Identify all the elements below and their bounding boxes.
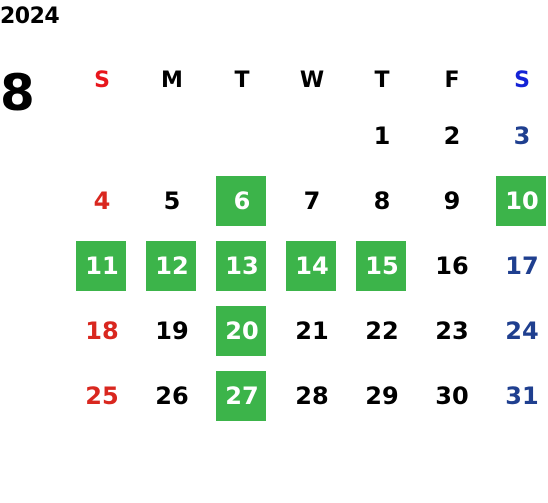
day-number: 27 (225, 381, 259, 410)
day-number: 20 (225, 316, 259, 345)
day-number: 2 (443, 121, 461, 150)
calendar-grid: S M T W T F S 1 2 3 4 5 6 7 8 9 10 11 12… (67, 57, 548, 428)
day-cell[interactable]: 15 (347, 233, 417, 298)
day-cell[interactable]: 27 (207, 363, 277, 428)
day-number: 13 (225, 251, 259, 280)
day-number: 8 (373, 186, 391, 215)
day-number: 1 (373, 121, 391, 150)
day-cell (137, 103, 207, 168)
day-cell[interactable]: 8 (347, 168, 417, 233)
day-number: 23 (435, 316, 469, 345)
weekday-header-monday: M (161, 67, 183, 93)
weekday-header-tuesday: T (234, 67, 250, 93)
day-number: 25 (85, 381, 119, 410)
day-number: 28 (295, 381, 329, 410)
day-cell[interactable]: 3 (487, 103, 548, 168)
day-cell (207, 103, 277, 168)
month-number: 8 (0, 64, 35, 122)
day-cell[interactable]: 16 (417, 233, 487, 298)
weekday-header-friday: F (444, 67, 460, 93)
day-cell[interactable]: 26 (137, 363, 207, 428)
day-cell[interactable]: 21 (277, 298, 347, 363)
day-number: 5 (163, 186, 181, 215)
day-cell[interactable]: 25 (67, 363, 137, 428)
day-cell[interactable]: 30 (417, 363, 487, 428)
weekday-header-wednesday: W (299, 67, 325, 93)
day-number: 10 (505, 186, 539, 215)
weekday-header-thursday: T (374, 67, 390, 93)
day-cell[interactable]: 6 (207, 168, 277, 233)
day-cell[interactable]: 12 (137, 233, 207, 298)
day-cell[interactable]: 18 (67, 298, 137, 363)
day-cell[interactable]: 19 (137, 298, 207, 363)
year-label: 2024 (0, 4, 60, 29)
day-cell[interactable]: 20 (207, 298, 277, 363)
day-number: 21 (295, 316, 329, 345)
day-number: 12 (155, 251, 189, 280)
weekday-header-sunday: S (94, 67, 110, 93)
day-cell[interactable]: 17 (487, 233, 548, 298)
day-number: 15 (365, 251, 399, 280)
day-cell[interactable]: 5 (137, 168, 207, 233)
day-number: 3 (513, 121, 531, 150)
day-number: 4 (93, 186, 111, 215)
day-number: 17 (505, 251, 539, 280)
day-cell[interactable]: 10 (487, 168, 548, 233)
day-cell[interactable]: 31 (487, 363, 548, 428)
day-cell[interactable]: 14 (277, 233, 347, 298)
day-cell (277, 103, 347, 168)
day-number: 16 (435, 251, 469, 280)
day-cell[interactable]: 28 (277, 363, 347, 428)
day-cell[interactable]: 13 (207, 233, 277, 298)
day-cell[interactable]: 4 (67, 168, 137, 233)
day-cell[interactable]: 29 (347, 363, 417, 428)
day-number: 9 (443, 186, 461, 215)
day-number: 7 (303, 186, 321, 215)
day-number: 24 (505, 316, 539, 345)
day-cell[interactable]: 9 (417, 168, 487, 233)
day-cell[interactable]: 1 (347, 103, 417, 168)
day-number: 26 (155, 381, 189, 410)
day-cell[interactable]: 2 (417, 103, 487, 168)
day-number: 6 (233, 186, 251, 215)
day-number: 14 (295, 251, 329, 280)
day-number: 29 (365, 381, 399, 410)
day-number: 31 (505, 381, 539, 410)
weekday-header-saturday: S (514, 67, 530, 93)
day-cell[interactable]: 24 (487, 298, 548, 363)
day-number: 19 (155, 316, 189, 345)
day-cell[interactable]: 7 (277, 168, 347, 233)
day-number: 22 (365, 316, 399, 345)
day-number: 18 (85, 316, 119, 345)
day-cell[interactable]: 23 (417, 298, 487, 363)
day-number: 30 (435, 381, 469, 410)
day-cell[interactable]: 22 (347, 298, 417, 363)
day-number: 11 (85, 251, 119, 280)
day-cell[interactable]: 11 (67, 233, 137, 298)
day-cell (67, 103, 137, 168)
